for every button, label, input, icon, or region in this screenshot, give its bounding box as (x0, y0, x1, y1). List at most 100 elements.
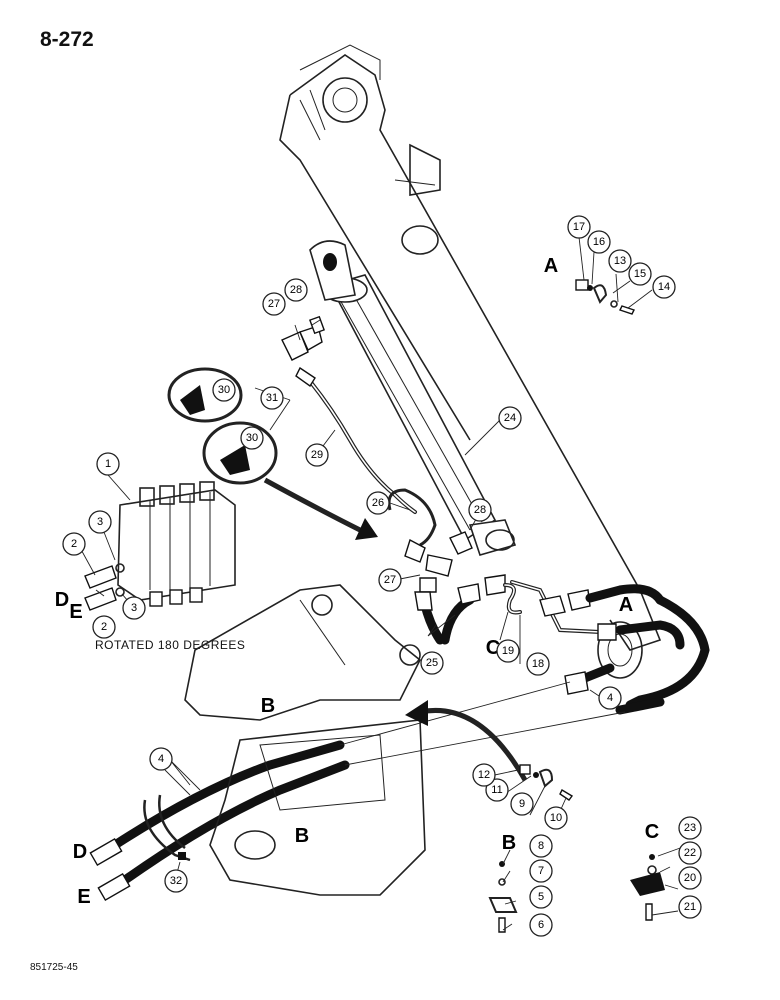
letter-d-hose: D (73, 841, 87, 863)
svg-text:8: 8 (538, 840, 544, 852)
detail-b-hardware (488, 764, 574, 933)
callout-17: 17 (567, 215, 591, 239)
svg-text:25: 25 (426, 657, 438, 669)
hydraulic-cylinder (309, 240, 517, 556)
callout-15: 15 (628, 262, 652, 286)
svg-text:7: 7 (538, 865, 544, 877)
callout-31: 31 (260, 386, 284, 410)
loader-frame (184, 584, 426, 896)
callout-27b: 27 (378, 568, 402, 592)
callout-28a: 28 (284, 278, 308, 302)
svg-text:32: 32 (170, 875, 182, 887)
letter-c-tube: C (486, 637, 500, 659)
figure-code: 851725-45 (30, 962, 78, 973)
letter-b-frame: B (261, 695, 275, 717)
callout-13: 13 (608, 249, 632, 273)
callout-22: 22 (678, 841, 702, 865)
letter-b-detail: B (502, 832, 516, 854)
letter-a-detail: A (544, 255, 558, 277)
lower-fittings (387, 488, 473, 593)
svg-text:15: 15 (634, 268, 646, 280)
svg-text:20: 20 (684, 872, 696, 884)
letter-b-frame-lower: B (295, 825, 309, 847)
callout-29: 29 (305, 443, 329, 467)
clamps-30-31 (167, 367, 278, 485)
svg-text:22: 22 (684, 847, 696, 859)
callout-32: 32 (164, 869, 188, 893)
svg-text:18: 18 (532, 658, 544, 670)
pointer-arrow-lower (405, 700, 528, 782)
svg-text:24: 24 (504, 412, 516, 424)
callout-4b: 4 (598, 686, 622, 710)
svg-text:29: 29 (311, 449, 323, 461)
boom-arm (279, 44, 662, 679)
callout-30b: 30 (240, 426, 264, 450)
tube-29 (295, 366, 417, 514)
long-hose-4-right (564, 595, 710, 715)
callout-6: 6 (529, 913, 553, 937)
svg-text:5: 5 (538, 891, 544, 903)
svg-text:16: 16 (593, 236, 605, 248)
svg-text:30: 30 (246, 432, 258, 444)
svg-text:2: 2 (101, 621, 107, 633)
callout-18: 18 (526, 652, 550, 676)
svg-text:27: 27 (384, 574, 396, 586)
svg-text:26: 26 (372, 497, 384, 509)
page-number: 8-272 (40, 28, 94, 51)
callout-1: 1 (96, 452, 120, 476)
letter-d-valve: D (55, 589, 69, 611)
callout-11: 11 (485, 778, 509, 802)
svg-text:2: 2 (71, 538, 77, 550)
svg-text:13: 13 (614, 255, 626, 267)
svg-text:6: 6 (538, 919, 544, 931)
svg-text:3: 3 (97, 516, 103, 528)
svg-text:23: 23 (684, 822, 696, 834)
letter-a-boom: A (619, 594, 633, 616)
callout-23: 23 (678, 816, 702, 840)
callout-2b: 2 (92, 615, 116, 639)
callout-4a: 4 (149, 747, 173, 771)
svg-text:14: 14 (658, 281, 670, 293)
callout-7: 7 (529, 859, 553, 883)
callout-8: 8 (529, 834, 553, 858)
letter-c-detail: C (645, 821, 659, 843)
svg-text:11: 11 (491, 784, 502, 796)
control-valve (84, 481, 236, 611)
callout-14: 14 (652, 275, 676, 299)
svg-text:3: 3 (131, 602, 137, 614)
long-hose-4-left (89, 681, 626, 902)
callout-3b: 3 (122, 596, 146, 620)
svg-text:4: 4 (607, 692, 613, 704)
callout-20: 20 (678, 866, 702, 890)
svg-text:19: 19 (502, 645, 514, 657)
detail-c-hardware (630, 854, 665, 921)
boom-clamp-a (539, 584, 665, 617)
svg-text:12: 12 (478, 769, 490, 781)
svg-text:9: 9 (519, 798, 525, 810)
svg-text:21: 21 (684, 901, 696, 913)
callout-2a: 2 (62, 532, 86, 556)
detail-a-hardware (575, 279, 635, 315)
pointer-arrow-upper (263, 477, 378, 540)
svg-text:10: 10 (550, 812, 562, 824)
callout-19: 19 (496, 639, 520, 663)
callout-21: 21 (678, 895, 702, 919)
callout-27a: 27 (262, 292, 286, 316)
upper-fittings (281, 315, 325, 361)
callout-25: 25 (420, 651, 444, 675)
callout-10: 10 (544, 806, 568, 830)
callout-16: 16 (587, 230, 611, 254)
callout-9: 9 (510, 792, 534, 816)
letter-e-valve: E (69, 601, 82, 623)
clamp-32 (143, 794, 191, 862)
hoses-25 (414, 574, 506, 645)
svg-text:4: 4 (158, 753, 164, 765)
svg-text:31: 31 (266, 392, 278, 404)
callout-26: 26 (366, 491, 390, 515)
svg-text:17: 17 (573, 221, 585, 233)
svg-text:28: 28 (290, 284, 302, 296)
svg-text:28: 28 (474, 504, 486, 516)
rotated-note: ROTATED 180 DEGREES (95, 638, 246, 652)
svg-text:27: 27 (268, 298, 280, 310)
